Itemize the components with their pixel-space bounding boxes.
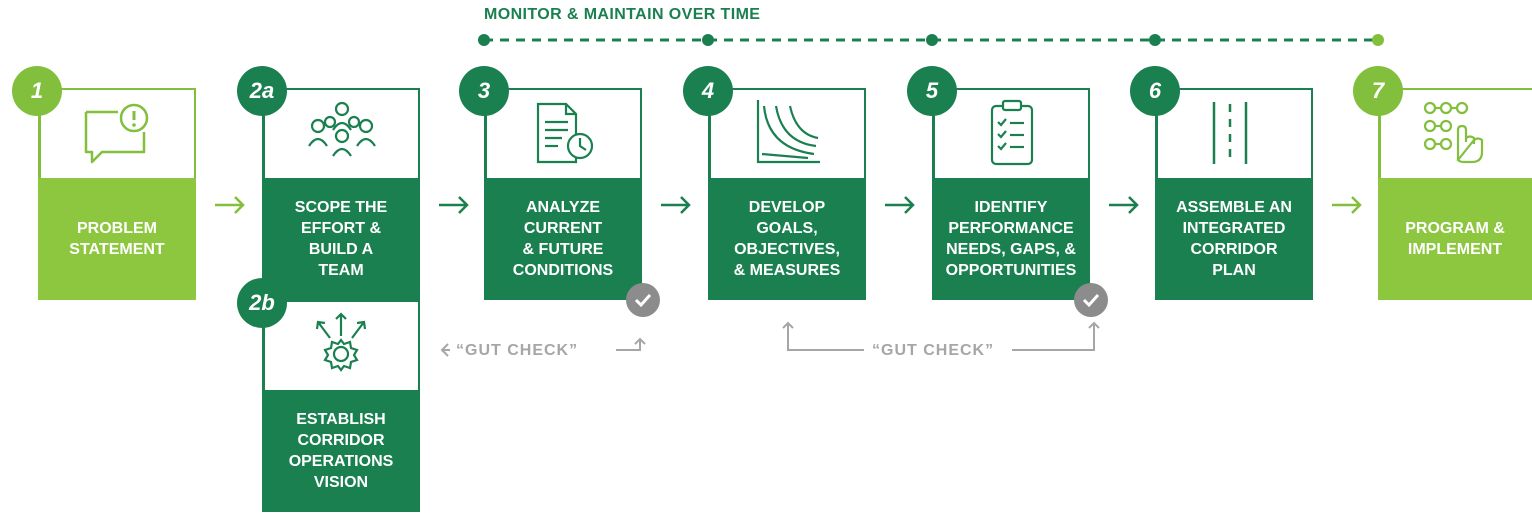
arrow-2-to-3 <box>439 196 469 214</box>
gut-check-1-lines <box>440 337 646 357</box>
step-7-label: PROGRAM & IMPLEMENT <box>1378 178 1532 300</box>
clipboard-checklist-icon <box>990 99 1034 166</box>
step-2a-label: SCOPE THE EFFORT & BUILD A TEAM <box>262 178 420 300</box>
gut-check-2-label: “GUT CHECK” <box>872 342 995 359</box>
arrow-4-to-5 <box>885 196 915 214</box>
workflow-touch-icon <box>1423 101 1484 164</box>
monitor-maintain-title: MONITOR & MAINTAIN OVER TIME <box>484 6 761 23</box>
step-3-check-icon <box>626 283 660 317</box>
step-4-badge: 4 <box>683 66 733 116</box>
gut-check-1-label: “GUT CHECK” <box>456 342 579 359</box>
step-6-label: ASSEMBLE AN INTEGRATED CORRIDOR PLAN <box>1155 178 1313 300</box>
step-6-badge: 6 <box>1130 66 1180 116</box>
alert-message-icon <box>84 103 149 164</box>
arrow-5-to-6 <box>1109 196 1139 214</box>
step-5-check-icon <box>1074 283 1108 317</box>
step-3-label: ANALYZE CURRENT & FUTURE CONDITIONS <box>484 178 642 300</box>
step-1-label: PROBLEM STATEMENT <box>38 178 196 300</box>
step-3-badge: 3 <box>459 66 509 116</box>
step-1-badge: 1 <box>12 66 62 116</box>
arrow-3-to-4 <box>661 196 691 214</box>
step-5-badge: 5 <box>907 66 957 116</box>
gear-arrows-icon <box>315 312 367 372</box>
step-7-badge: 7 <box>1353 66 1403 116</box>
arrow-6-to-7 <box>1332 196 1362 214</box>
team-icon <box>308 101 376 157</box>
step-2b-badge: 2b <box>237 278 287 328</box>
document-clock-icon <box>536 102 594 164</box>
step-2b-label: ESTABLISH CORRIDOR OPERATIONS VISION <box>262 390 420 512</box>
step-5-label: IDENTIFY PERFORMANCE NEEDS, GAPS, & OPPO… <box>932 178 1090 300</box>
gut-check-2-lines <box>782 321 1100 351</box>
arrow-1-to-2 <box>215 196 245 214</box>
road-icon <box>1212 102 1248 164</box>
curves-chart-icon <box>756 100 820 164</box>
step-2a-badge: 2a <box>237 66 287 116</box>
monitor-timeline <box>478 34 1384 46</box>
step-4-label: DEVELOP GOALS, OBJECTIVES, & MEASURES <box>708 178 866 300</box>
